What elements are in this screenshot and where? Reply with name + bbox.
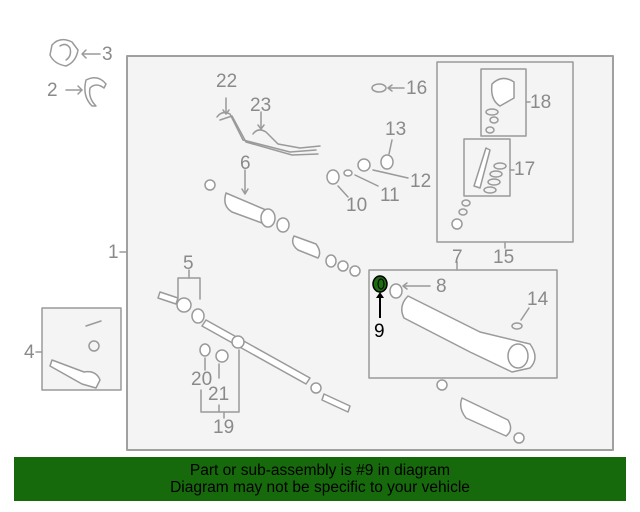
diagram-drawing: [35, 38, 614, 451]
callout-23[interactable]: 23: [250, 95, 272, 116]
highlighted-part-9[interactable]: [372, 275, 388, 318]
callout-19[interactable]: 19: [213, 417, 235, 438]
callout-14[interactable]: 14: [527, 289, 549, 310]
callout-21[interactable]: 21: [208, 384, 230, 405]
callout-9[interactable]: 9: [374, 321, 385, 342]
callout-12[interactable]: 12: [410, 171, 432, 192]
callout-22[interactable]: 22: [216, 71, 238, 92]
callout-17[interactable]: 17: [514, 159, 536, 180]
callout-6[interactable]: 6: [240, 153, 251, 174]
callout-4[interactable]: 4: [24, 342, 35, 363]
part-info-banner: Part or sub-assembly is #9 in diagram Di…: [14, 457, 626, 501]
banner-line-part: Part or sub-assembly is #9 in diagram: [189, 462, 451, 479]
banner-line-disclaimer: Diagram may not be specific to your vehi…: [170, 479, 470, 496]
callout-3[interactable]: 3: [102, 44, 113, 65]
callout-1[interactable]: 1: [108, 242, 119, 263]
callout-18[interactable]: 18: [530, 92, 552, 113]
callout-8[interactable]: 8: [436, 276, 447, 297]
parts-diagram: 1 2 3 4 5 6 7 8 9 10 11 12 13 14 15 16 1…: [24, 38, 614, 451]
callout-2[interactable]: 2: [47, 80, 58, 101]
callout-13[interactable]: 13: [385, 119, 407, 140]
callout-20[interactable]: 20: [191, 369, 213, 390]
callout-7[interactable]: 7: [452, 247, 463, 268]
callout-10[interactable]: 10: [346, 195, 368, 216]
callout-5[interactable]: 5: [183, 253, 194, 274]
callout-16[interactable]: 16: [406, 78, 428, 99]
callout-11[interactable]: 11: [380, 185, 400, 206]
callout-15[interactable]: 15: [493, 247, 515, 268]
